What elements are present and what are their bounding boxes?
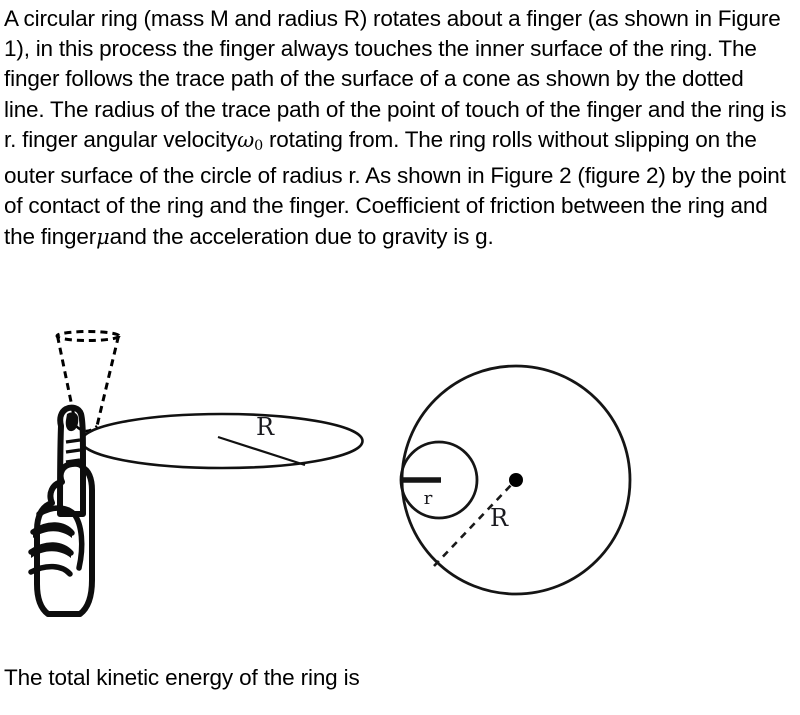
figures-svg: R bbox=[28, 330, 632, 617]
figure1-radius-label: R bbox=[256, 413, 275, 441]
figures-row: R bbox=[0, 318, 800, 640]
mu-symbol: μ bbox=[96, 224, 110, 249]
omega-zero-symbol: ω0 bbox=[237, 127, 264, 154]
finger-crease-1 bbox=[65, 438, 81, 444]
cone-right-edge bbox=[95, 335, 120, 427]
hand-pointing-icon bbox=[28, 404, 95, 617]
omega-glyph: ω bbox=[237, 127, 255, 152]
fist-shading-2 bbox=[33, 524, 72, 538]
figure2-radius-R-label: R bbox=[490, 504, 509, 532]
problem-statement: A circular ring (mass M and radius R) ro… bbox=[4, 4, 790, 252]
curled-finger-1 bbox=[36, 505, 77, 517]
figure2-dashed-radius-line bbox=[433, 482, 514, 567]
curled-finger-4 bbox=[28, 563, 73, 577]
ring-radius-line bbox=[217, 435, 306, 467]
ring-ellipse bbox=[80, 412, 364, 470]
problem-text-part-3: and the acceleration due to gravity is g… bbox=[109, 223, 494, 249]
fingertip-nail bbox=[65, 412, 79, 432]
fist-shading-1 bbox=[31, 544, 71, 558]
figure-1: R bbox=[28, 330, 364, 617]
cone-apex-arc bbox=[75, 425, 98, 433]
ring-ellipse-group: R bbox=[80, 412, 364, 470]
omega-subscript: 0 bbox=[254, 137, 264, 154]
cone-top-rim bbox=[55, 330, 121, 342]
cone-left-edge bbox=[56, 335, 78, 427]
fist-outline bbox=[34, 460, 95, 617]
question-text: The total kinetic energy of the ring is bbox=[4, 665, 360, 690]
finger-crease-2 bbox=[65, 448, 81, 454]
cone-dotted-path bbox=[55, 330, 121, 433]
figure-2: r R bbox=[399, 364, 632, 596]
thumb-ridge bbox=[71, 511, 85, 571]
figure2-radius-r-label: r bbox=[424, 488, 433, 509]
problem-text-part-1: A circular ring (mass M and radius R) ro… bbox=[4, 6, 793, 152]
figure2-center-dot bbox=[509, 473, 523, 487]
problem-text-part-2: rotating from. The ring rolls without sl… bbox=[4, 126, 792, 249]
